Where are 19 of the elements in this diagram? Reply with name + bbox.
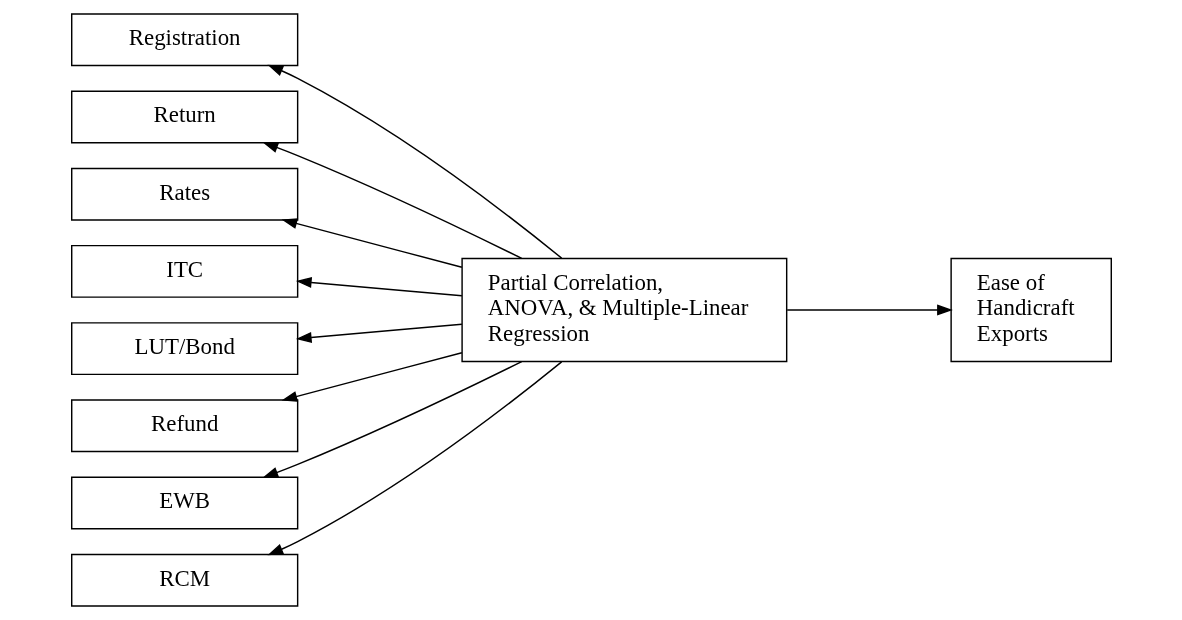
arrow (262, 360, 522, 478)
node-box: Refund (70, 399, 298, 453)
node-box: Registration (70, 13, 298, 67)
arrow (262, 142, 522, 260)
arrow (786, 304, 953, 316)
node-box: Ease of Handicraft Exports (949, 257, 1112, 363)
arrow (295, 323, 463, 343)
node-box: Rates (70, 167, 298, 221)
node-box: ITC (70, 244, 298, 298)
arrow (295, 277, 463, 297)
node-box: Return (70, 90, 298, 144)
node-box: LUT/Bond (70, 322, 298, 376)
node-box: Partial Correlation, ANOVA, & Multiple-Linear Regression (460, 257, 787, 363)
node-box: RCM (70, 553, 298, 607)
arrow (281, 218, 463, 268)
arrow (266, 361, 562, 556)
node-box: EWB (70, 476, 298, 530)
arrow (266, 64, 562, 259)
arrow (281, 352, 463, 402)
